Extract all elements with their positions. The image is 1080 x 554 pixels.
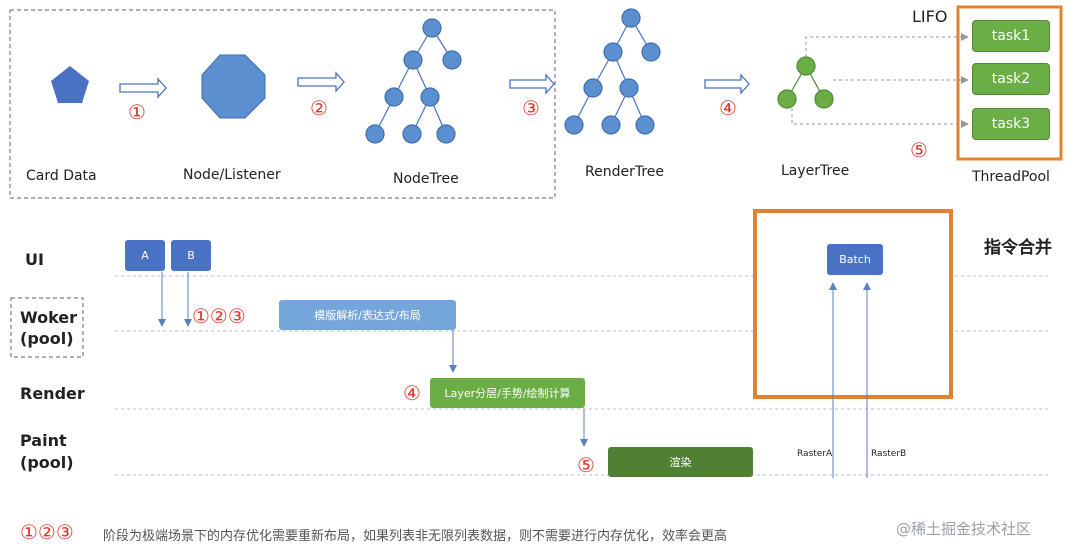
batch-box: Batch <box>827 244 883 275</box>
stage-label-thread-pool: ThreadPool <box>972 169 1050 185</box>
worker-step-markers: ①②③ <box>192 304 246 328</box>
batch-title: 指令合并 <box>984 238 1052 258</box>
paint-task-box: 渲染 <box>608 447 753 477</box>
watermark: @稀土掘金技术社区 <box>896 520 1032 538</box>
flow-arrow-1 <box>119 77 167 99</box>
ui-box-a: A <box>125 240 165 271</box>
ui-box-b: B <box>171 240 211 271</box>
flow-arrow-3 <box>509 73 555 95</box>
task-connectors <box>791 33 969 128</box>
step-marker-3: ③ <box>522 96 540 120</box>
card-data-pentagon <box>51 66 89 103</box>
paint-step-marker: ⑤ <box>577 453 595 477</box>
stage-label-render-tree: RenderTree <box>585 164 665 180</box>
raster-label-b: RasterB <box>871 449 907 459</box>
task-3: task3 <box>972 108 1050 140</box>
flow-arrow-4 <box>704 73 750 95</box>
flow-down-arrows <box>158 272 588 447</box>
lifo-label: LIFO <box>912 7 948 26</box>
task-1: task1 <box>972 20 1050 52</box>
lane-label-ui: UI <box>25 250 44 269</box>
stage-group-frame <box>9 9 556 199</box>
raster-up-arrows <box>829 282 871 478</box>
stage-label-node-listener: Node/Listener <box>183 167 281 183</box>
render-task-box: Layer分层/手势/绘制计算 <box>430 378 585 408</box>
step-marker-1: ① <box>128 100 146 124</box>
step-marker-2: ② <box>310 96 328 120</box>
step-marker-5: ⑤ <box>910 138 928 162</box>
stage-label-layer-tree: LayerTree <box>781 163 850 179</box>
step-marker-4: ④ <box>719 96 737 120</box>
lane-label-paint: Paint (pool) <box>20 431 74 472</box>
render-step-marker: ④ <box>403 381 421 405</box>
lane-label-worker: Woker (pool) <box>20 308 78 348</box>
worker-lane-frame <box>10 297 84 358</box>
render-tree <box>564 8 661 135</box>
footer-text: 阶段为极端场景下的内存优化需要重新布局，如果列表非无限列表数据，则不需要进行内存… <box>103 529 728 544</box>
flow-arrow-2 <box>297 71 345 93</box>
layer-tree <box>777 56 834 109</box>
lane-label-render: Render <box>20 384 85 403</box>
stage-label-card-data: Card Data <box>26 168 97 184</box>
threadpool-frame <box>956 5 1063 161</box>
node-octagon <box>201 54 266 119</box>
worker-task-box: 模版解析/表达式/布局 <box>279 300 456 330</box>
footer-markers: ①②③ <box>20 520 74 544</box>
task-2: task2 <box>972 63 1050 95</box>
raster-label-a: RasterA <box>797 449 833 459</box>
batch-frame <box>753 209 953 399</box>
node-tree <box>365 18 462 144</box>
stage-label-node-tree: NodeTree <box>393 171 459 187</box>
